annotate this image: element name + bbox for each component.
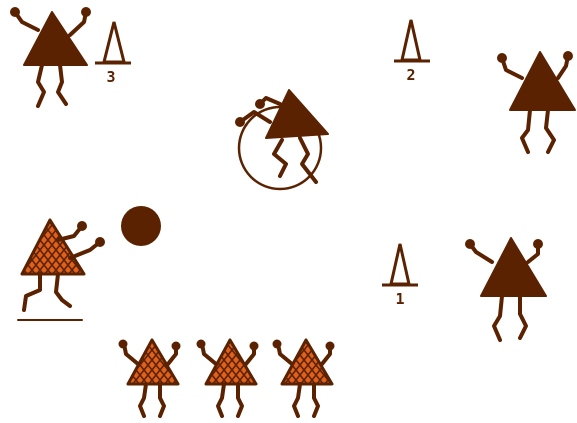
solid-figure-right [465,238,546,340]
patterned-figure-waiting-2 [197,340,259,417]
solid-figure-top-right [497,51,575,152]
cone-label: 1 [395,290,404,308]
ball [121,206,161,246]
patterned-figure-waiting-1 [119,340,181,417]
solid-figure-spinning-in-hoop [235,90,328,189]
cone-icon [95,22,131,63]
cone-icon [394,20,430,61]
cone-label: 2 [406,66,415,84]
solid-figure-top-left [10,7,91,106]
cone-1: 1 [382,244,418,308]
cone-icon [382,244,418,285]
cone-2: 2 [394,20,430,84]
cone-3: 3 [95,22,131,86]
cone-label: 3 [106,68,115,86]
patterned-figure-waiting-3 [273,340,335,417]
patterned-figure-throwing-ball [18,220,105,320]
